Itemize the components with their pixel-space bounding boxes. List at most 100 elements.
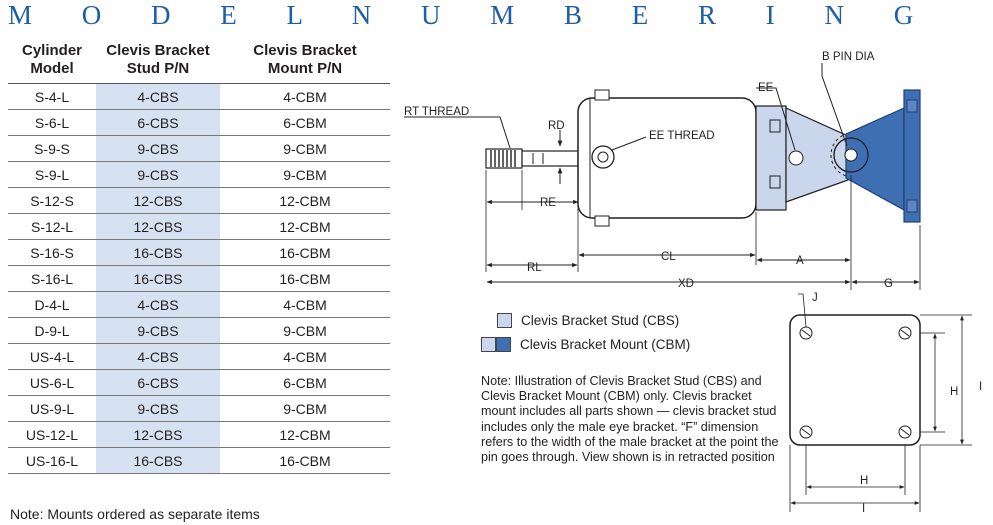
cell-stud-pn: 4-CBS bbox=[96, 291, 220, 318]
label-rt-thread: RT THREAD bbox=[404, 106, 469, 118]
cell-model: S-9-S bbox=[8, 135, 96, 162]
mount-end-view bbox=[789, 314, 921, 446]
cell-stud-pn: 16-CBS bbox=[96, 239, 220, 266]
cell-mount-pn: 6-CBM bbox=[220, 369, 390, 396]
label-h-vertical: H bbox=[950, 386, 958, 398]
label-i-vertical: I bbox=[979, 381, 982, 393]
cell-stud-pn: 6-CBS bbox=[96, 109, 220, 136]
cell-mount-pn: 16-CBM bbox=[220, 265, 390, 292]
legend-mount: Clevis Bracket Mount (CBM) bbox=[481, 337, 690, 352]
label-b-pin-dia: B PIN DIA bbox=[822, 51, 875, 63]
cell-mount-pn: 16-CBM bbox=[220, 447, 390, 474]
cell-mount-pn: 12-CBM bbox=[220, 187, 390, 214]
piston-rod bbox=[521, 150, 579, 167]
header-line: Cylinder bbox=[21, 42, 82, 59]
cell-stud-pn: 12-CBS bbox=[96, 187, 220, 214]
header-cylinder-model: Cylinder Model bbox=[8, 42, 96, 84]
table-header-row: Cylinder Model Clevis Bracket Stud P/N C… bbox=[8, 42, 390, 84]
cell-model: S-16-S bbox=[8, 239, 96, 266]
cell-stud-pn: 9-CBS bbox=[96, 135, 220, 162]
label-ee-thread: EE THREAD bbox=[649, 130, 715, 142]
header-line: Clevis Bracket bbox=[106, 42, 210, 59]
cylinder-body bbox=[577, 89, 757, 227]
cell-mount-pn: 4-CBM bbox=[220, 83, 390, 110]
cell-model: S-6-L bbox=[8, 109, 96, 136]
header-stud-pn: Clevis Bracket Stud P/N bbox=[96, 42, 220, 84]
label-h-horizontal: H bbox=[860, 475, 868, 487]
header-line: Model bbox=[30, 60, 74, 77]
cell-mount-pn: 4-CBM bbox=[220, 343, 390, 370]
cell-model: D-4-L bbox=[8, 291, 96, 318]
label-j: J bbox=[812, 292, 818, 304]
label-xd: XD bbox=[678, 278, 694, 290]
cell-mount-pn: 4-CBM bbox=[220, 291, 390, 318]
cell-mount-pn: 12-CBM bbox=[220, 213, 390, 240]
cell-model: US-12-L bbox=[8, 421, 96, 448]
label-g: G bbox=[884, 278, 893, 290]
label-re: RE bbox=[540, 197, 556, 209]
cell-stud-pn: 9-CBS bbox=[96, 395, 220, 422]
cell-mount-pn: 9-CBM bbox=[220, 317, 390, 344]
legend-mount-light-swatch bbox=[481, 337, 496, 352]
legend-stud-swatch bbox=[497, 313, 512, 328]
header-line: Mount P/N bbox=[267, 60, 343, 77]
cell-stud-pn: 9-CBS bbox=[96, 161, 220, 188]
cell-mount-pn: 12-CBM bbox=[220, 421, 390, 448]
legend-stud: Clevis Bracket Stud (CBS) bbox=[497, 313, 679, 328]
clevis-bracket-mount bbox=[833, 89, 921, 223]
legend-mount-label: Clevis Bracket Mount (CBM) bbox=[520, 337, 691, 352]
cell-stud-pn: 16-CBS bbox=[96, 447, 220, 474]
cell-model: US-16-L bbox=[8, 447, 96, 474]
cell-stud-pn: 4-CBS bbox=[96, 83, 220, 110]
cell-model: S-16-L bbox=[8, 265, 96, 292]
model-table: Cylinder Model Clevis Bracket Stud P/N C… bbox=[8, 42, 390, 474]
cell-mount-pn: 9-CBM bbox=[220, 135, 390, 162]
illustration-note: Note: Illustration of Clevis Bracket Stu… bbox=[481, 374, 779, 465]
header-line: Stud P/N bbox=[126, 60, 190, 77]
label-ee: EE bbox=[758, 82, 774, 94]
cell-model: S-12-S bbox=[8, 187, 96, 214]
legend-mount-dark-swatch bbox=[496, 337, 511, 352]
cell-model: US-6-L bbox=[8, 369, 96, 396]
cell-model: D-9-L bbox=[8, 317, 96, 344]
cell-model: S-9-L bbox=[8, 161, 96, 188]
label-rl: RL bbox=[527, 262, 542, 274]
header-line: Clevis Bracket bbox=[253, 42, 357, 59]
cell-stud-pn: 9-CBS bbox=[96, 317, 220, 344]
legend-stud-label: Clevis Bracket Stud (CBS) bbox=[521, 313, 680, 328]
cell-mount-pn: 9-CBM bbox=[220, 395, 390, 422]
cell-mount-pn: 6-CBM bbox=[220, 109, 390, 136]
rod-thread bbox=[485, 148, 523, 169]
page-title: M O D E L N U M B E R I N G bbox=[8, 0, 935, 30]
mounts-note: Note: Mounts ordered as separate items bbox=[10, 506, 260, 522]
cell-stud-pn: 4-CBS bbox=[96, 343, 220, 370]
cell-model: US-4-L bbox=[8, 343, 96, 370]
label-a: A bbox=[796, 255, 804, 267]
cell-model: S-4-L bbox=[8, 83, 96, 110]
cell-stud-pn: 16-CBS bbox=[96, 265, 220, 292]
cell-stud-pn: 12-CBS bbox=[96, 421, 220, 448]
cell-stud-pn: 12-CBS bbox=[96, 213, 220, 240]
label-cl: CL bbox=[661, 251, 676, 263]
cell-mount-pn: 16-CBM bbox=[220, 239, 390, 266]
cell-model: US-9-L bbox=[8, 395, 96, 422]
label-i-horizontal: I bbox=[862, 503, 865, 515]
cell-mount-pn: 9-CBM bbox=[220, 161, 390, 188]
label-rd: RD bbox=[548, 120, 565, 132]
cell-model: S-12-L bbox=[8, 213, 96, 240]
